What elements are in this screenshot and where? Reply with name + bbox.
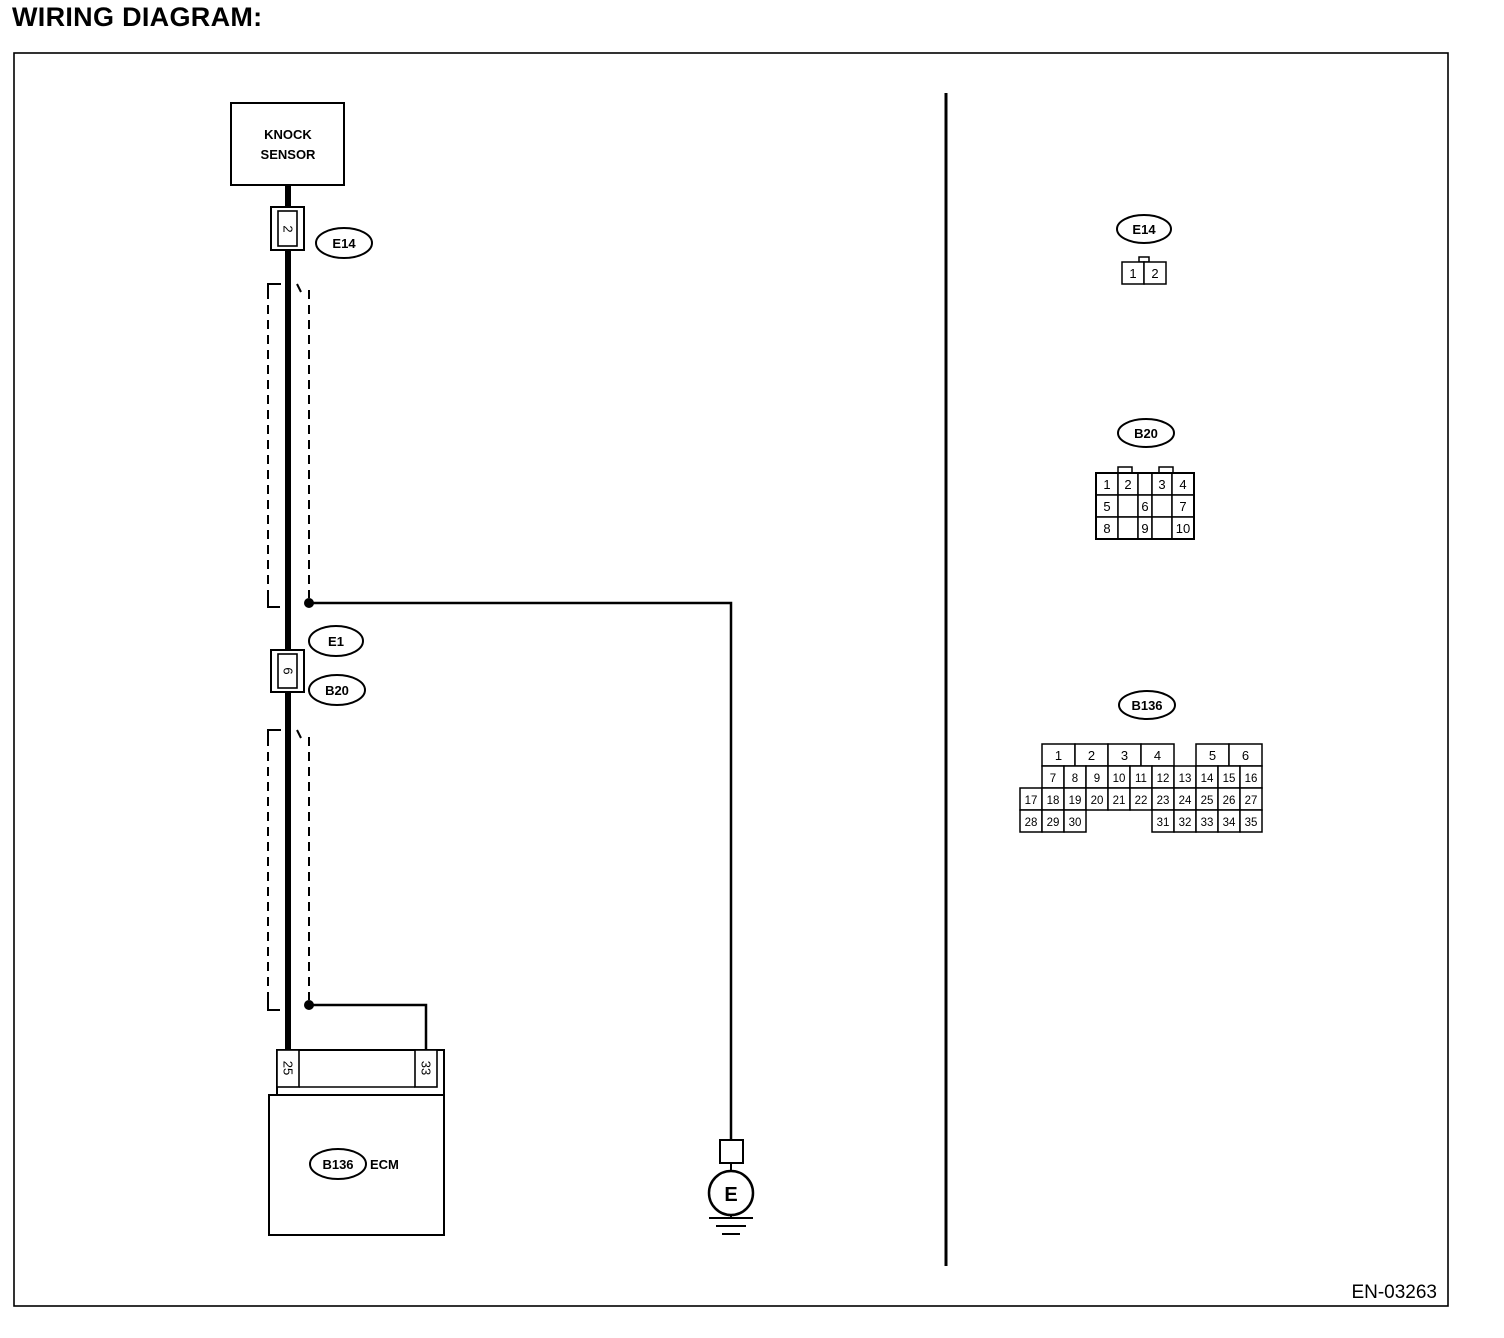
pin-label: 21 — [1113, 795, 1126, 807]
pin-label: 20 — [1091, 795, 1104, 807]
b20-badge-label: B20 — [325, 683, 349, 698]
e14-badge: E14 — [315, 227, 373, 259]
pin-label: 8 — [1072, 773, 1078, 785]
pin-label: 9 — [1094, 773, 1100, 785]
knock-sensor: KNOCK SENSOR — [230, 102, 345, 186]
pin-label: 3 — [1158, 477, 1165, 492]
shield-lower-ends — [267, 729, 302, 1011]
pin-label: 6 — [1141, 499, 1148, 514]
pin-label: 26 — [1223, 795, 1236, 807]
pin-label: 10 — [1113, 773, 1126, 785]
e14-pin-label: 2 — [281, 225, 296, 232]
knock-sensor-label-line2: SENSOR — [261, 147, 317, 162]
e1-badge-label: E1 — [328, 634, 344, 649]
pin-label: 9 — [1141, 521, 1148, 536]
pin-cell — [1239, 809, 1263, 833]
b20-badge: B20 — [308, 674, 366, 706]
pin-cell — [1151, 516, 1173, 540]
connector-b20-inline: 6 — [270, 649, 305, 693]
e1-badge: E1 — [308, 625, 364, 657]
pin-label: 1 — [1055, 748, 1062, 763]
pin-label: 5 — [1209, 748, 1216, 763]
pin-cell — [1117, 516, 1139, 540]
document-id: EN-03263 — [1351, 1282, 1437, 1303]
pin-cell — [1117, 494, 1139, 518]
ground-label: E — [724, 1184, 737, 1206]
page-title: WIRING DIAGRAM: — [12, 2, 263, 32]
pin-label: 19 — [1069, 795, 1082, 807]
pin-label: 4 — [1179, 477, 1186, 492]
pin-label: 2 — [1088, 748, 1095, 763]
diagram-frame — [13, 52, 1449, 1307]
pin-label: 18 — [1047, 795, 1060, 807]
e14-badge-label: E14 — [332, 236, 356, 251]
pin-label: 1 — [1129, 266, 1136, 281]
pin-label: 32 — [1179, 817, 1192, 829]
knock-sensor-label-line1: KNOCK — [264, 127, 312, 142]
pin-label: 23 — [1157, 795, 1170, 807]
pin-label: 34 — [1223, 817, 1236, 829]
connector-view-b136-label: B136 — [1131, 698, 1162, 713]
pin-label: 5 — [1103, 499, 1110, 514]
pin-label: 33 — [1201, 817, 1214, 829]
shield-upper-ends — [267, 283, 302, 608]
pin-label: 14 — [1201, 773, 1214, 785]
pin-label: 27 — [1245, 795, 1258, 807]
ecm-label: ECM — [370, 1157, 399, 1172]
pin-label: 2 — [1124, 477, 1131, 492]
connector-view-e14-label: E14 — [1132, 222, 1156, 237]
ecm-pin-33: 33 — [419, 1061, 434, 1075]
pin-label: 12 — [1157, 773, 1170, 785]
ground-symbol: E — [707, 1139, 755, 1235]
pin-cell — [1137, 472, 1153, 496]
pin-label: 1 — [1103, 477, 1110, 492]
connector-e14-inline: 2 — [270, 206, 305, 251]
b20-pin-label: 6 — [281, 667, 296, 674]
pin-label: 7 — [1179, 499, 1186, 514]
pin-label: 16 — [1245, 773, 1258, 785]
pin-label: 29 — [1047, 817, 1060, 829]
pin-label: 4 — [1154, 748, 1161, 763]
pin-cell — [1143, 261, 1167, 285]
pin-label: 28 — [1025, 817, 1038, 829]
shield-upper — [267, 290, 310, 598]
pin-cell — [1063, 809, 1087, 833]
ground-wire — [309, 601, 733, 1140]
pin-label: 25 — [1201, 795, 1214, 807]
ecm-pin-25: 25 — [281, 1061, 296, 1075]
pin-cell — [1151, 494, 1173, 518]
ecm: 25 33 B136 ECM — [268, 1049, 445, 1236]
shield-drain-wire — [309, 1003, 428, 1050]
pin-label: 2 — [1151, 266, 1158, 281]
pin-label: 22 — [1135, 795, 1148, 807]
pin-label: 24 — [1179, 795, 1192, 807]
pin-label: 31 — [1157, 817, 1170, 829]
connector-view-b20-label: B20 — [1134, 426, 1158, 441]
pin-label: 10 — [1176, 521, 1190, 536]
pin-label: 35 — [1245, 817, 1258, 829]
pin-label: 15 — [1223, 773, 1236, 785]
pin-label: 8 — [1103, 521, 1110, 536]
pin-label: 30 — [1069, 817, 1082, 829]
pin-label: 3 — [1121, 748, 1128, 763]
pin-label: 17 — [1025, 795, 1038, 807]
pin-label: 7 — [1050, 773, 1056, 785]
connector-housing — [1095, 472, 1195, 540]
ecm-connector-badge-label: B136 — [322, 1157, 353, 1172]
pin-label: 6 — [1242, 748, 1249, 763]
pin-label: 11 — [1135, 773, 1147, 785]
pin-label: 13 — [1179, 773, 1192, 785]
